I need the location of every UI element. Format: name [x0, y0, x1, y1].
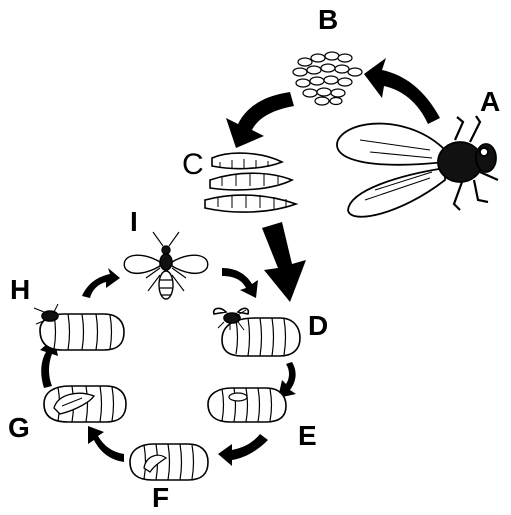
parasitized-pupa-developed-icon: [44, 386, 126, 422]
label-f: F: [152, 484, 169, 512]
arrow-f-to-g: [88, 426, 124, 462]
label-c: C: [182, 150, 204, 180]
label-a: A: [480, 88, 500, 116]
maggot-larvae-icon: [205, 153, 296, 212]
housefly-adult-icon: [337, 116, 498, 217]
adult-parasitoid-wasp-icon: [124, 232, 208, 299]
label-g: G: [8, 414, 30, 442]
arrow-c-to-d: [262, 222, 306, 302]
arrow-a-to-b: [364, 58, 440, 124]
parasitized-pupa-larva-icon: [130, 444, 208, 480]
arrow-b-to-c: [226, 92, 294, 148]
arrow-i-to-d: [222, 268, 258, 298]
label-h: H: [10, 276, 30, 304]
label-i: I: [130, 208, 138, 236]
arrow-h-to-i: [82, 268, 120, 298]
parasitized-pupa-early-icon: [208, 388, 286, 422]
arrow-e-to-f: [218, 434, 268, 466]
label-d: D: [308, 312, 328, 340]
label-b: B: [318, 6, 338, 34]
wasp-ovipositing-on-pupa-icon: [214, 308, 300, 356]
wasp-emerging-from-pupa-icon: [34, 304, 124, 350]
label-e: E: [298, 422, 317, 450]
egg-cluster-icon: [293, 52, 362, 105]
